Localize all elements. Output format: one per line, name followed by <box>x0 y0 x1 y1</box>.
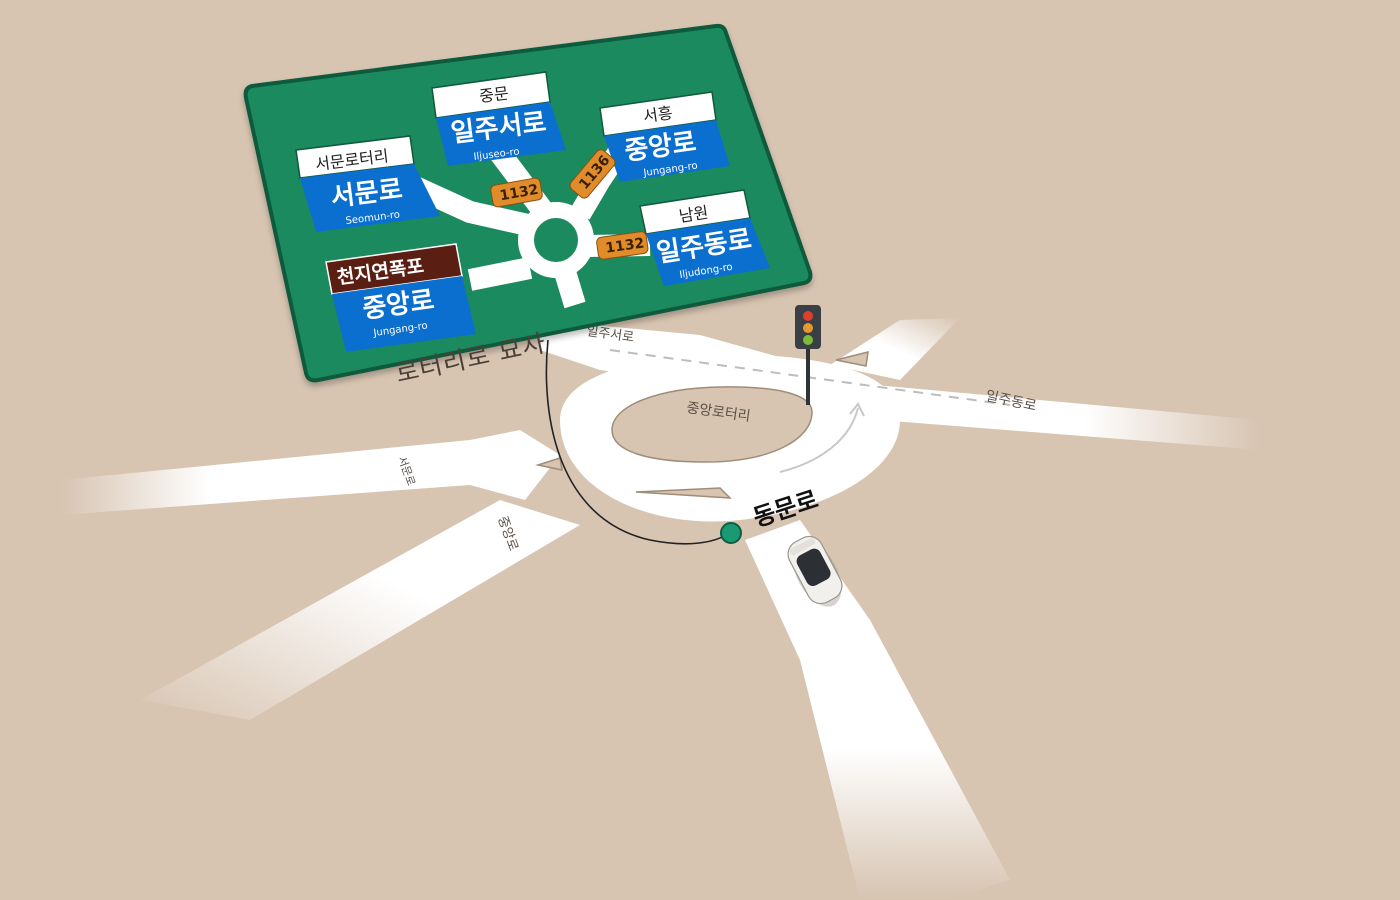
road-east <box>820 380 1260 450</box>
traffic-island-ne <box>835 351 869 367</box>
road-west <box>60 430 560 515</box>
current-position-marker[interactable] <box>720 522 742 544</box>
flow-arrow <box>779 407 859 473</box>
roundabout-island <box>611 386 813 463</box>
traffic-island-w <box>535 457 563 471</box>
connector-line <box>545 339 729 545</box>
road-south <box>745 520 1010 900</box>
road-southwest <box>140 500 580 720</box>
traffic-island-s <box>635 487 732 499</box>
flow-arrowhead <box>849 402 865 417</box>
car-icon <box>787 535 843 607</box>
